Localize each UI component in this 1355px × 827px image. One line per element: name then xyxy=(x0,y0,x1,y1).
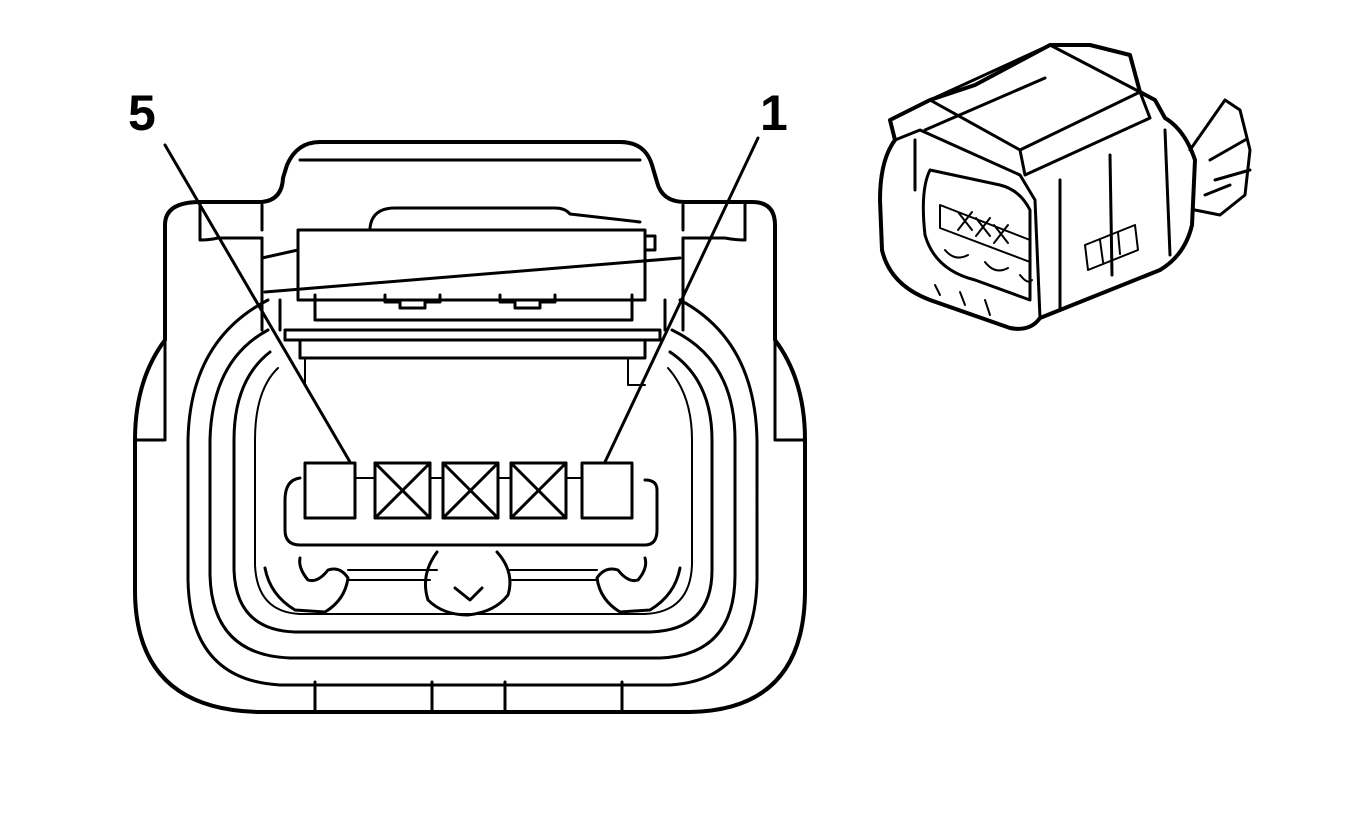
keyway-rails xyxy=(347,569,598,581)
latch-bar xyxy=(283,328,662,342)
iso-top-rib xyxy=(923,76,1152,177)
latch-legs xyxy=(304,357,646,386)
latch-bump xyxy=(368,206,642,230)
pin-label-5: 5 xyxy=(128,85,156,141)
cavity-3-plug-x xyxy=(441,461,500,520)
tpa-notches xyxy=(383,293,557,310)
iso-front-frame xyxy=(893,128,1042,320)
pin-label-1: 1 xyxy=(760,85,788,141)
cavity-frame xyxy=(283,476,659,547)
iso-keyways xyxy=(944,249,1033,283)
seal-ring-1 xyxy=(186,298,759,687)
iso-rear-latch xyxy=(1188,98,1252,217)
latch-diagonal xyxy=(260,234,682,294)
housing-outer-outline xyxy=(133,140,807,714)
iso-side-marking xyxy=(1084,224,1139,271)
iso-terminal-row xyxy=(939,204,1031,263)
seal-ring-2 xyxy=(208,328,737,660)
housing-side-left xyxy=(133,338,167,442)
housing-side-right xyxy=(773,338,807,442)
latch-side-left xyxy=(260,236,282,332)
housing-top-tab xyxy=(260,158,685,232)
iso-front-opening xyxy=(921,168,1032,302)
iso-bottom-ribs xyxy=(934,284,991,316)
keyway-left xyxy=(263,556,350,614)
cavity-2-plug-x xyxy=(509,461,568,520)
housing-top-right-step xyxy=(681,200,747,242)
keyway-center xyxy=(424,550,512,617)
iso-body-outline xyxy=(878,43,1197,331)
leader-line-1 xyxy=(603,136,760,464)
iso-top-face xyxy=(928,43,1142,152)
bottom-ribs xyxy=(313,680,624,714)
keyway-right xyxy=(595,556,682,614)
seal-ring-3 xyxy=(232,350,714,634)
cavity-4-plug-x xyxy=(373,461,432,520)
tpa-inner xyxy=(313,293,634,322)
leader-line-5 xyxy=(163,143,352,464)
iso-side-ribs xyxy=(1058,128,1172,312)
latch-side-right xyxy=(663,236,685,332)
cavity-1 xyxy=(580,461,634,520)
latch-bar-lower xyxy=(298,338,647,360)
cavity-5 xyxy=(303,461,357,520)
